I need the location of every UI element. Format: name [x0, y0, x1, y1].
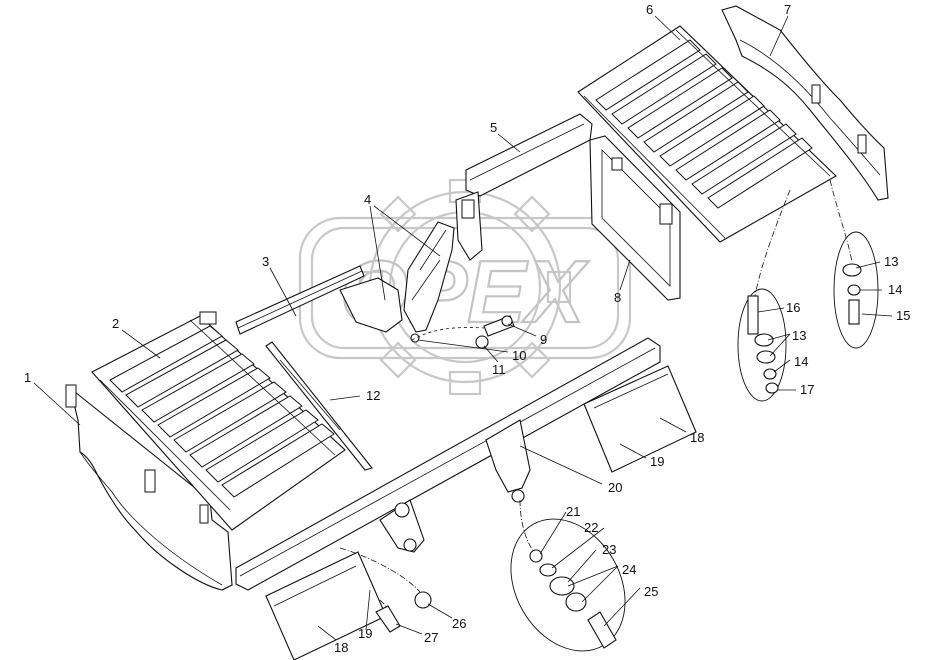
callout-17: 17	[800, 382, 814, 397]
hardware-group-13-14-15	[833, 231, 879, 349]
part-3-cross-bar	[235, 265, 365, 335]
callout-1: 1	[24, 370, 31, 385]
callout-23: 23	[602, 542, 616, 557]
part-8-frame-panel	[589, 135, 681, 301]
callout-11: 11	[492, 362, 506, 377]
callout-18a: 18	[690, 430, 704, 445]
callout-13b: 13	[792, 328, 806, 343]
callout-20: 20	[608, 480, 622, 495]
callout-7: 7	[784, 2, 791, 17]
hardware-group-21-25	[510, 518, 626, 652]
part-9-bolt	[483, 315, 515, 337]
callout-3: 3	[262, 254, 269, 269]
callout-24: 24	[622, 562, 636, 577]
callout-27: 27	[424, 630, 438, 645]
callout-15: 15	[896, 308, 910, 323]
part-11-nut	[475, 335, 489, 349]
callout-8: 8	[614, 290, 621, 305]
part-5-upper-beam	[455, 113, 593, 261]
callout-16: 16	[786, 300, 800, 315]
part-7-right-fender	[721, 5, 889, 201]
callout-5: 5	[490, 120, 497, 135]
callout-21: 21	[566, 504, 580, 519]
part-26-bushing	[414, 591, 432, 609]
callout-14a: 14	[888, 282, 902, 297]
part-20-main-beam	[235, 337, 661, 591]
callout-14b: 14	[794, 354, 808, 369]
part-4-brackets	[339, 221, 455, 333]
callout-19b: 19	[358, 626, 372, 641]
callout-12: 12	[366, 388, 380, 403]
callout-6: 6	[646, 2, 653, 17]
callout-19a: 19	[650, 454, 664, 469]
callout-2: 2	[112, 316, 119, 331]
connection-lines	[339, 179, 853, 609]
hardware-group-13-14-16-17	[737, 288, 787, 402]
callout-10: 10	[512, 348, 526, 363]
part-10-washer	[410, 333, 420, 343]
callout-18b: 18	[334, 640, 348, 655]
callout-25: 25	[644, 584, 658, 599]
callout-22: 22	[584, 520, 598, 535]
part-1-left-fender	[65, 384, 233, 591]
leader-lines	[33, 15, 893, 641]
callout-26: 26	[452, 616, 466, 631]
callout-9: 9	[540, 332, 547, 347]
part-12-strip	[265, 341, 373, 471]
callout-13a: 13	[884, 254, 898, 269]
part-18-mudflap-right	[583, 365, 697, 473]
part-6-right-deck	[577, 25, 837, 243]
callout-4: 4	[364, 192, 371, 207]
part-2-left-deck	[91, 311, 346, 531]
callout-labels: 1 2 3 4 5 6 7 8 9 10 11 12 13 13 14 14 1…	[24, 2, 910, 655]
part-27-bolt	[375, 605, 401, 633]
